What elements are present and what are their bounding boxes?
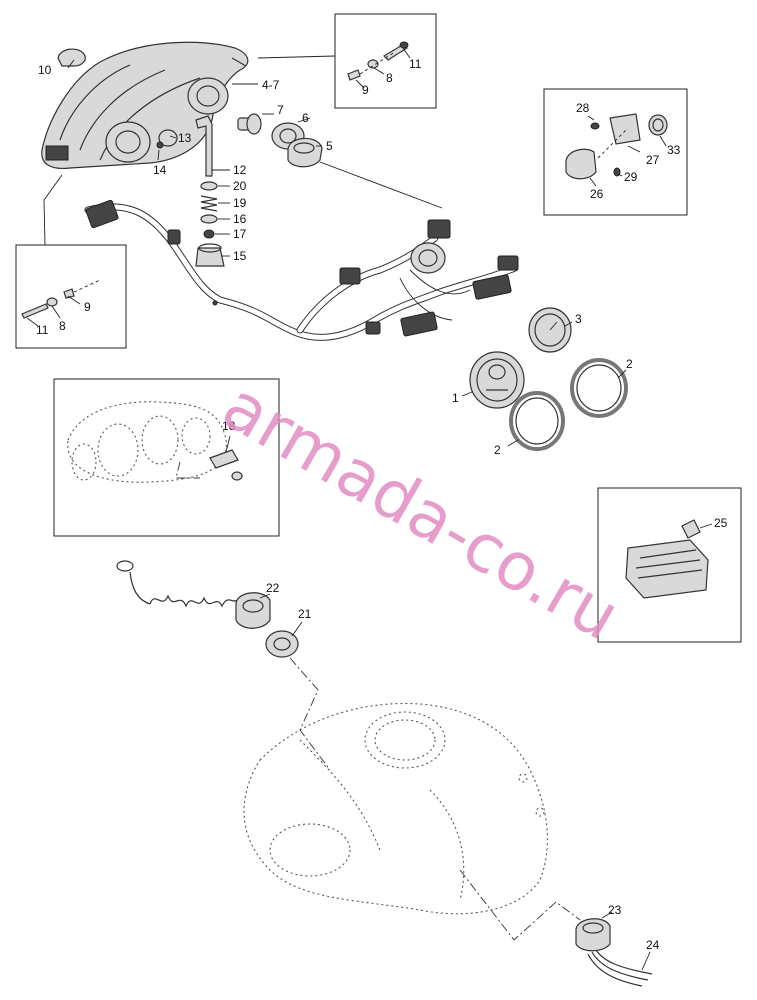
knob-15 <box>195 243 225 267</box>
wiring-harness <box>84 199 519 341</box>
callout-33: 33 <box>667 143 681 157</box>
callout-14: 14 <box>153 163 167 177</box>
callout-5: 5 <box>326 139 333 153</box>
callout-11-top: 11 <box>409 57 422 71</box>
callout-27: 27 <box>646 153 660 167</box>
callout-labels: 10 4-7 11 8 9 7 6 5 13 14 12 20 19 16 17… <box>36 57 728 952</box>
washer-16 <box>200 214 218 224</box>
callout-2-right: 2 <box>626 357 633 371</box>
callout-23: 23 <box>608 903 622 917</box>
bezel-ring-2a <box>570 358 628 418</box>
assembly-lines <box>175 461 581 941</box>
callout-20: 20 <box>233 179 247 193</box>
callout-8-top: 8 <box>386 71 393 85</box>
callout-10: 10 <box>38 63 52 77</box>
callout-19: 19 <box>233 196 247 210</box>
safety-lanyard-22 <box>116 560 271 629</box>
dust-cover-5 <box>287 137 323 168</box>
callout-28: 28 <box>576 101 590 115</box>
leader-lines <box>26 47 713 971</box>
callout-9-top: 9 <box>362 83 369 97</box>
callout-25: 25 <box>714 516 728 530</box>
callout-24: 24 <box>646 938 660 952</box>
grommet-13 <box>158 129 178 147</box>
nut-14 <box>156 141 164 149</box>
bracket-10 <box>57 48 86 67</box>
callout-16: 16 <box>233 212 247 226</box>
callout-26: 26 <box>590 187 604 201</box>
callout-11-left: 11 <box>36 323 49 337</box>
gauge-1 <box>469 351 525 409</box>
callout-4-7: 4-7 <box>262 78 280 92</box>
callout-6: 6 <box>302 111 309 125</box>
callout-13: 13 <box>178 131 192 145</box>
callout-22: 22 <box>266 581 280 595</box>
washer-20 <box>200 181 218 191</box>
callout-17: 17 <box>233 227 247 241</box>
gauge-3 <box>528 307 572 353</box>
front-hood-outline <box>243 702 548 915</box>
headlight-assembly <box>41 41 249 170</box>
callout-21: 21 <box>298 607 312 621</box>
key-switch-23 <box>575 918 611 952</box>
inset-box-fasteners-left <box>15 244 127 349</box>
nut-17 <box>203 229 215 239</box>
adjuster-screw-12 <box>195 115 213 177</box>
callout-2-lower: 2 <box>494 443 501 457</box>
callout-3: 3 <box>575 312 582 326</box>
callout-29: 29 <box>624 170 638 184</box>
pigtail-24 <box>587 949 653 987</box>
callout-18: 18 <box>222 419 236 433</box>
bulb-7 <box>237 113 262 135</box>
callout-12: 12 <box>233 163 247 177</box>
callout-9-left: 9 <box>84 300 91 314</box>
inset-box-fasteners-top <box>334 13 437 109</box>
inset-box-instrument-panel <box>53 378 280 537</box>
callout-1: 1 <box>452 391 459 405</box>
inset-box-fuse-box <box>597 487 742 643</box>
callout-8-left: 8 <box>59 319 66 333</box>
bezel-ring-2b <box>509 391 565 451</box>
callout-7: 7 <box>277 103 284 117</box>
callout-15: 15 <box>233 249 247 263</box>
bezel-21 <box>265 630 299 658</box>
inset-box-sensor <box>543 88 688 216</box>
spring-19 <box>200 195 218 212</box>
